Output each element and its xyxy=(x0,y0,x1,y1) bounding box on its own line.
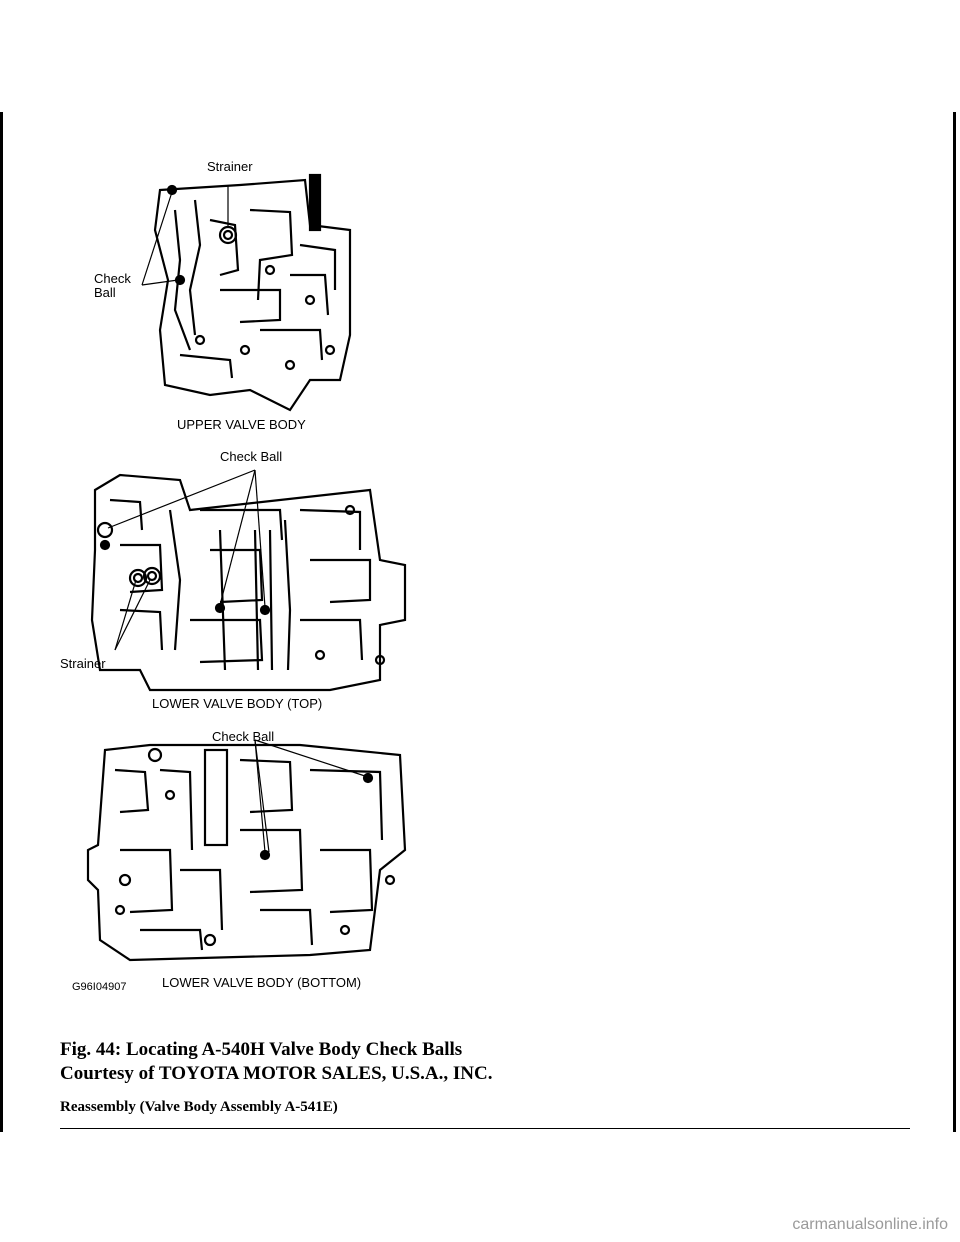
label-lower-valve-body-top: LOWER VALVE BODY (TOP) xyxy=(152,696,323,711)
label-lower-valve-body-bottom: LOWER VALVE BODY (BOTTOM) xyxy=(162,975,362,990)
lower-top-valve-body-drawing xyxy=(90,469,407,692)
valve-body-drawings xyxy=(86,173,407,962)
left-page-border xyxy=(0,112,3,1132)
right-page-border xyxy=(953,112,956,1132)
label-check-ball-lower-top: Check Ball xyxy=(220,449,283,464)
figure-caption: Fig. 44: Locating A-540H Valve Body Chec… xyxy=(60,1038,493,1086)
label-check-ball-upper: Check Ball xyxy=(94,271,131,300)
label-strainer-lower-top: Strainer xyxy=(60,656,106,671)
lower-bottom-valve-body-drawing xyxy=(86,739,407,962)
section-divider xyxy=(60,1128,910,1129)
label-strainer-upper: Strainer xyxy=(207,159,253,174)
label-upper-valve-body: UPPER VALVE BODY xyxy=(177,417,306,432)
label-check-ball-lower-bottom: Check Ball xyxy=(212,729,275,744)
section-heading: Reassembly (Valve Body Assembly A-541E) xyxy=(60,1099,338,1115)
caption-courtesy: Courtesy of TOYOTA MOTOR SALES, U.S.A., … xyxy=(60,1063,493,1084)
caption-title: Fig. 44: Locating A-540H Valve Body Chec… xyxy=(60,1039,463,1060)
valve-body-figure: Strainer Check Ball UPPER VALVE BODY Che… xyxy=(60,150,420,1000)
label-figure-code: G96I04907 xyxy=(72,981,127,993)
upper-valve-body-drawing xyxy=(141,173,352,412)
watermark: carmanualsonline.info xyxy=(792,1216,948,1233)
